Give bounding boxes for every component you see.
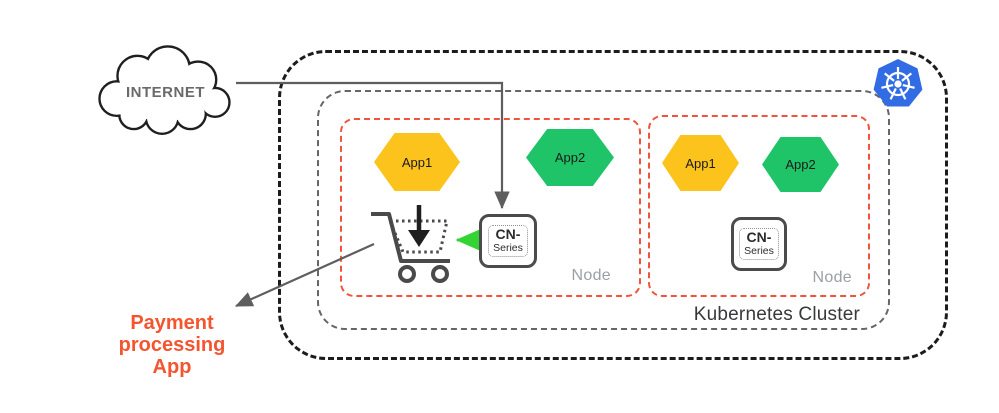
cn-series-label-line1: CN- (495, 226, 521, 242)
kubernetes-cluster-label: Kubernetes Cluster (693, 304, 860, 325)
cn-series-firewall-node1: CN- Series (479, 214, 537, 268)
payment-processing-app-label: Payment processing App (118, 312, 226, 378)
kubernetes-cluster-boundary: Kubernetes Cluster (317, 90, 890, 330)
cn-series-label-line2: Series (493, 242, 523, 254)
internet-label: INTERNET (126, 84, 205, 101)
app2-hexagon-node1: App2 (526, 129, 614, 186)
app1-hexagon-node2: App1 (662, 135, 739, 191)
shopping-cart-icon (371, 205, 450, 283)
kubernetes-logo-icon (873, 59, 923, 107)
app2-hexagon-node2: App2 (762, 137, 839, 192)
download-arrow-icon (408, 205, 430, 247)
internet-cloud-icon (98, 45, 231, 136)
cn-series-label-line1: CN- (746, 229, 772, 245)
cn-series-firewall-node2: CN- Series (731, 217, 787, 271)
cn-series-label-line2: Series (744, 245, 774, 257)
node-box-right: Node (648, 115, 870, 297)
node-label-right: Node (812, 269, 852, 286)
node-label-left: Node (571, 267, 611, 284)
